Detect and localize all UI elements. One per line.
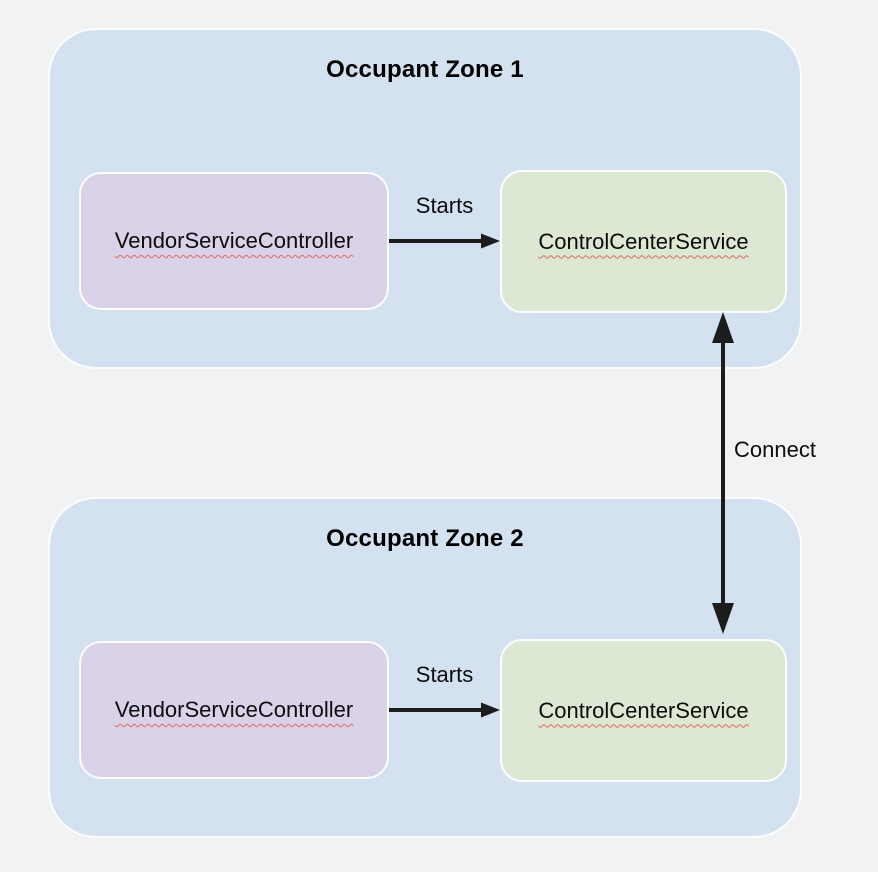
starts-arrow[interactable] bbox=[389, 700, 500, 720]
connect-arrow-label: Connect bbox=[734, 437, 816, 462]
vendor-service-controller-label: VendorServiceController bbox=[114, 697, 354, 722]
zone-title: Occupant Zone 2 bbox=[326, 525, 524, 552]
vendor-service-controller-node[interactable]: VendorServiceController bbox=[79, 172, 389, 310]
occupant-zone-2[interactable]: Occupant Zone 2 VendorServiceController … bbox=[48, 497, 802, 838]
starts-arrow-label: Starts bbox=[415, 662, 474, 687]
vendor-service-controller-label: VendorServiceController bbox=[114, 228, 354, 253]
vendor-service-controller-node[interactable]: VendorServiceController bbox=[79, 641, 389, 779]
control-center-service-label: ControlCenterService bbox=[538, 697, 749, 723]
starts-arrow[interactable] bbox=[389, 231, 500, 251]
occupant-zone-1[interactable]: Occupant Zone 1 VendorServiceController … bbox=[48, 28, 802, 369]
zone-title: Occupant Zone 1 bbox=[326, 56, 524, 83]
starts-arrow-label: Starts bbox=[415, 193, 474, 218]
connect-arrow[interactable] bbox=[701, 312, 745, 634]
control-center-service-label: ControlCenterService bbox=[538, 228, 749, 254]
control-center-service-node[interactable]: ControlCenterService bbox=[500, 170, 787, 313]
control-center-service-node[interactable]: ControlCenterService bbox=[500, 639, 787, 782]
